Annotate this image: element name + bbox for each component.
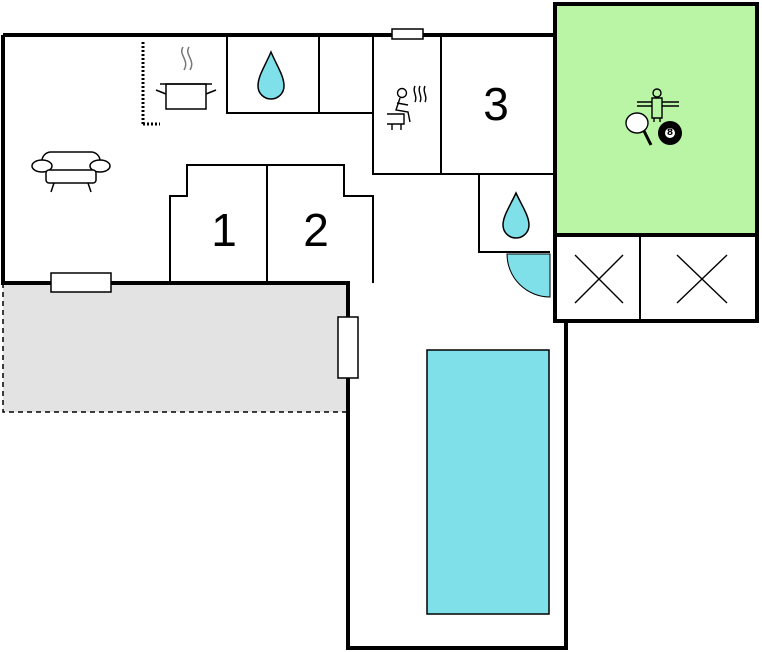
water-drop-icon	[502, 191, 530, 239]
water-drop-icon	[257, 50, 285, 100]
billiard-ball-icon: 8	[658, 121, 682, 145]
interior-walls	[169, 35, 555, 283]
storage-outline	[553, 235, 759, 323]
window	[337, 316, 359, 379]
house-outer-wall	[1, 33, 568, 650]
table-tennis-icon	[625, 112, 653, 146]
room-label-2: 2	[303, 204, 329, 256]
cooking-pot-icon	[155, 46, 217, 110]
svg-text:8: 8	[667, 128, 673, 138]
sofa-icon	[31, 151, 111, 193]
terrace-area	[3, 283, 348, 412]
door-swing	[506, 253, 551, 298]
cross-icon	[676, 254, 728, 304]
games-room	[553, 2, 759, 237]
table-football-icon	[637, 88, 679, 122]
sauna-icon	[387, 85, 427, 130]
window	[391, 28, 424, 40]
terrace-dashed-outline	[2, 283, 348, 413]
room-label-3: 3	[483, 78, 509, 130]
window	[50, 272, 112, 293]
swimming-pool	[426, 349, 550, 615]
room-label-1: 1	[211, 204, 237, 256]
cross-icon	[574, 254, 624, 304]
kitchen-counter	[141, 42, 160, 126]
